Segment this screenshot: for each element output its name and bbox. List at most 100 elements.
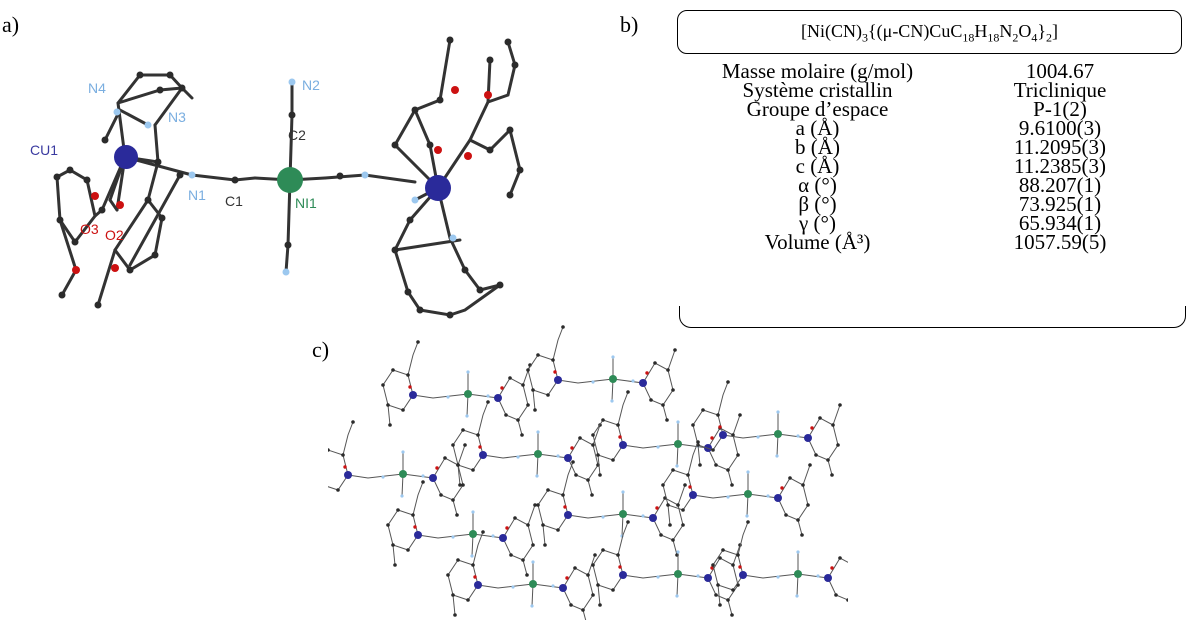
oxygen-atom xyxy=(565,576,569,580)
carbon-atom xyxy=(598,473,602,477)
table-row: a (Å)9.6100(3) xyxy=(689,116,1174,140)
crystal-packing-figure xyxy=(328,325,848,620)
carbon-atom xyxy=(731,588,735,592)
nitrogen-atom xyxy=(796,434,800,438)
carbon-atom xyxy=(466,598,470,602)
oxygen-atom xyxy=(655,506,659,510)
carbon-atom xyxy=(443,456,447,460)
copper-atom xyxy=(499,534,507,542)
carbon-atom xyxy=(574,473,578,477)
nickel-atom xyxy=(774,430,782,438)
carbon-atom xyxy=(525,573,529,577)
nitrogen-atom xyxy=(621,490,625,494)
nitrogen-atom xyxy=(746,470,750,474)
carbon-atom xyxy=(800,533,804,537)
oxygen-atom xyxy=(435,466,439,470)
nitrogen-atom xyxy=(641,514,645,518)
panel-label-a: a) xyxy=(2,12,20,37)
carbon-atom xyxy=(601,418,605,422)
carbon-atom xyxy=(486,400,490,404)
copper-atom xyxy=(564,454,572,462)
table-row: γ (°)65.934(1) xyxy=(689,213,1174,234)
atom-label-ni1: NI1 xyxy=(295,195,317,211)
carbon-atom xyxy=(526,403,530,407)
carbon-atom xyxy=(806,503,810,507)
nitrogen-atom xyxy=(610,399,614,403)
carbon-atom xyxy=(796,518,800,522)
nitrogen-atom xyxy=(591,380,595,384)
carbon-atom xyxy=(666,503,670,507)
carbon-atom xyxy=(818,416,822,420)
nitrogen-atom xyxy=(656,445,660,449)
copper-atom xyxy=(564,511,572,519)
formula-box: [Ni(CN)3{(μ-CN)CuC18H18N2O4}2] xyxy=(677,10,1182,54)
table-row: Masse molaire (g/mol)1004.67 xyxy=(689,61,1174,82)
carbon-atom xyxy=(591,593,595,597)
table-row: Volume (Å³)1057.59(5) xyxy=(689,232,1174,253)
carbon-atom xyxy=(746,520,750,524)
carbon-atom xyxy=(416,340,420,344)
carbon-atom xyxy=(711,563,715,567)
property-label: α (°) xyxy=(798,173,837,197)
copper-atom xyxy=(344,471,352,479)
carbon-atom xyxy=(458,483,462,487)
carbon-atom xyxy=(808,463,812,467)
carbon-atom xyxy=(526,368,530,372)
carbon-atom xyxy=(533,408,537,412)
nitrogen-atom xyxy=(656,575,660,579)
carbon-atom xyxy=(701,408,705,412)
carbon-atom xyxy=(711,448,715,452)
oxygen-atom xyxy=(570,446,574,450)
nitrogen-atom xyxy=(471,510,475,514)
nitrogen-atom xyxy=(676,420,680,424)
carbon-atom xyxy=(831,423,835,427)
carbon-atom xyxy=(714,593,718,597)
property-value: 73.925(1) xyxy=(1018,192,1102,216)
oxygen-atom xyxy=(618,435,622,439)
carbon-atom xyxy=(446,573,450,577)
carbon-atom xyxy=(801,483,805,487)
property-value: Triclinique xyxy=(1013,78,1107,102)
property-value: 9.6100(3) xyxy=(1018,116,1102,140)
carbon-atom xyxy=(661,403,665,407)
carbon-atom xyxy=(526,523,530,527)
nitrogen-atom xyxy=(745,514,749,518)
nitrogen-atom xyxy=(675,464,679,468)
copper-atom xyxy=(704,574,712,582)
nitrogen-atom xyxy=(756,435,760,439)
property-value: 88.207(1) xyxy=(1018,173,1102,197)
carbon-atom xyxy=(846,598,848,602)
nitrogen-atom xyxy=(530,604,534,608)
carbon-atom xyxy=(686,473,690,477)
table-row: α (°) 88.207(1) xyxy=(689,173,1174,197)
copper-atom xyxy=(689,491,697,499)
copper-atom xyxy=(554,376,562,384)
carbon-atom xyxy=(463,443,467,447)
atom-label-o3: O3 xyxy=(80,221,99,237)
carbon-atom xyxy=(476,433,480,437)
carbon-atom xyxy=(543,543,547,547)
carbon-atom xyxy=(616,553,620,557)
oxygen-atom xyxy=(645,371,649,375)
nitrogen-atom xyxy=(676,550,680,554)
copper-atom xyxy=(824,574,832,582)
atom-label-c2: C2 xyxy=(288,127,306,143)
carbon-atom xyxy=(596,453,600,457)
carbon-atom xyxy=(598,603,602,607)
carbon-atom xyxy=(451,443,455,447)
carbon-atom xyxy=(461,483,465,487)
carbon-atom xyxy=(665,418,669,422)
carbon-atom xyxy=(509,553,513,557)
carbon-atom xyxy=(593,553,597,557)
carbon-atom xyxy=(736,453,740,457)
nickel-atom xyxy=(399,470,407,478)
property-value: P-1(2) xyxy=(1033,97,1087,121)
carbon-atom xyxy=(586,573,590,577)
carbon-atom xyxy=(649,398,653,402)
carbon-atom xyxy=(388,423,392,427)
carbon-atom xyxy=(520,433,524,437)
carbon-atom xyxy=(681,523,685,527)
carbon-atom xyxy=(513,516,517,520)
